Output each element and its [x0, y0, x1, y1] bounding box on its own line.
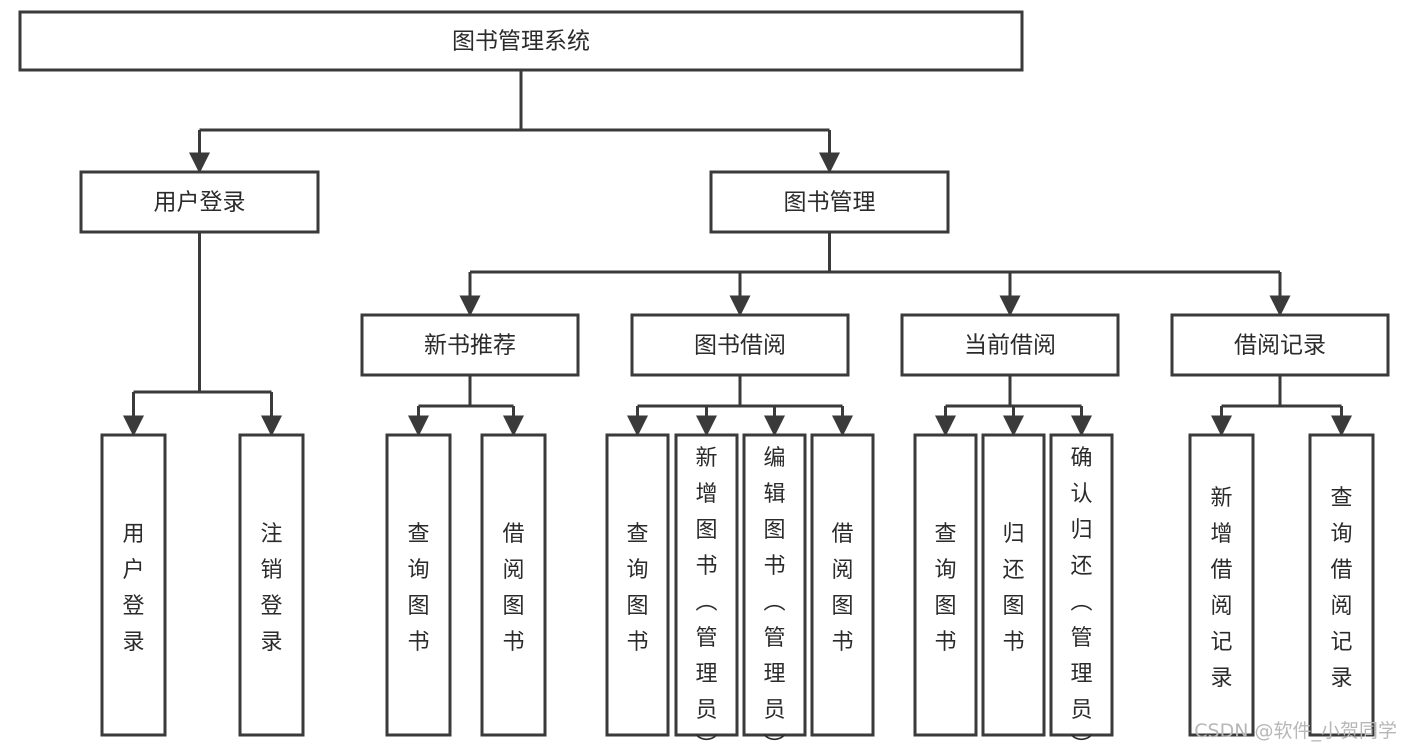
node-box-book-manage — [709, 170, 950, 234]
leaf-box-leaf-logout — [238, 433, 305, 737]
leaf-label-leaf-query-book-1: 查询图书 — [407, 522, 429, 655]
leaf-box-leaf-query-record — [1308, 433, 1375, 737]
leaf-label-leaf-user-login: 用户登录 — [122, 522, 144, 655]
leaf-label-leaf-logout: 注销登录 — [260, 522, 282, 655]
node-user-login[interactable]: 用户登录 — [79, 170, 320, 234]
leaf-label-leaf-query-book-3: 查询图书 — [934, 522, 956, 655]
node-root[interactable]: 图书管理系统 — [18, 10, 1024, 72]
node-current-borrow[interactable]: 当前借阅 — [900, 313, 1120, 377]
node-book-borrow[interactable]: 图书借阅 — [630, 313, 850, 377]
leaf-label-leaf-confirm-return: 确认归还︵管理员︶ — [1070, 446, 1092, 747]
leaf-box-leaf-return-book — [981, 433, 1046, 737]
node-box-root — [18, 10, 1024, 72]
node-box-borrow-record — [1170, 313, 1390, 377]
leaf-label-leaf-edit-book: 编辑图书︵管理员︶ — [763, 446, 785, 747]
leaf-box-leaf-borrow-book-2 — [810, 433, 875, 737]
leaf-label-leaf-query-book-2: 查询图书 — [626, 522, 648, 655]
leaf-leaf-user-login[interactable]: 用户登录 — [100, 433, 167, 737]
leaf-box-leaf-query-book-3 — [913, 433, 978, 737]
leaf-label-leaf-query-record: 查询借阅记录 — [1330, 486, 1352, 691]
leaf-label-leaf-borrow-book-1: 借阅图书 — [502, 522, 524, 655]
leaf-label-leaf-return-book: 归还图书 — [1002, 522, 1024, 655]
leaf-box-leaf-query-book-2 — [605, 433, 670, 737]
node-box-user-login — [79, 170, 320, 234]
leaf-leaf-query-book-3[interactable]: 查询图书 — [913, 433, 978, 737]
node-label-current-borrow: 当前借阅 — [964, 333, 1056, 359]
leaf-box-leaf-edit-book — [742, 433, 807, 737]
leaf-box-leaf-borrow-book-1 — [480, 433, 547, 737]
leaf-box-leaf-user-login — [100, 433, 167, 737]
node-label-root: 图书管理系统 — [452, 29, 590, 55]
nodes-layer: 图书管理系统用户登录图书管理新书推荐图书借阅当前借阅借阅记录用户登录注销登录查询… — [18, 10, 1390, 747]
leaf-leaf-return-book[interactable]: 归还图书 — [981, 433, 1046, 737]
node-borrow-record[interactable]: 借阅记录 — [1170, 313, 1390, 377]
leaf-box-leaf-confirm-return — [1049, 433, 1114, 737]
leaf-leaf-confirm-return[interactable]: 确认归还︵管理员︶ — [1049, 433, 1114, 747]
leaf-leaf-query-book-2[interactable]: 查询图书 — [605, 433, 670, 737]
node-box-book-borrow — [630, 313, 850, 377]
leaf-label-leaf-add-record: 新增借阅记录 — [1210, 486, 1232, 691]
leaf-leaf-logout[interactable]: 注销登录 — [238, 433, 305, 737]
node-label-book-borrow: 图书借阅 — [694, 333, 786, 359]
leaf-leaf-add-record[interactable]: 新增借阅记录 — [1188, 433, 1255, 737]
leaf-leaf-edit-book[interactable]: 编辑图书︵管理员︶ — [742, 433, 807, 747]
connectors-layer — [123, 70, 1352, 437]
node-label-user-login: 用户登录 — [154, 190, 246, 216]
leaf-leaf-borrow-book-2[interactable]: 借阅图书 — [810, 433, 875, 737]
node-label-borrow-record: 借阅记录 — [1234, 333, 1326, 359]
leaf-label-leaf-borrow-book-2: 借阅图书 — [831, 522, 853, 655]
node-label-book-manage: 图书管理 — [784, 190, 876, 216]
leaf-box-leaf-add-book — [674, 433, 739, 737]
node-label-new-book-recommend: 新书推荐 — [424, 333, 516, 359]
leaf-label-leaf-add-book: 新增图书︵管理员︶ — [695, 446, 717, 747]
leaf-leaf-borrow-book-1[interactable]: 借阅图书 — [480, 433, 547, 737]
leaf-leaf-query-book-1[interactable]: 查询图书 — [385, 433, 452, 737]
node-box-new-book-recommend — [360, 313, 580, 377]
leaf-box-leaf-add-record — [1188, 433, 1255, 737]
leaf-leaf-add-book[interactable]: 新增图书︵管理员︶ — [674, 433, 739, 747]
node-box-current-borrow — [900, 313, 1120, 377]
node-new-book-recommend[interactable]: 新书推荐 — [360, 313, 580, 377]
node-book-manage[interactable]: 图书管理 — [709, 170, 950, 234]
leaf-box-leaf-query-book-1 — [385, 433, 452, 737]
leaf-leaf-query-record[interactable]: 查询借阅记录 — [1308, 433, 1375, 737]
